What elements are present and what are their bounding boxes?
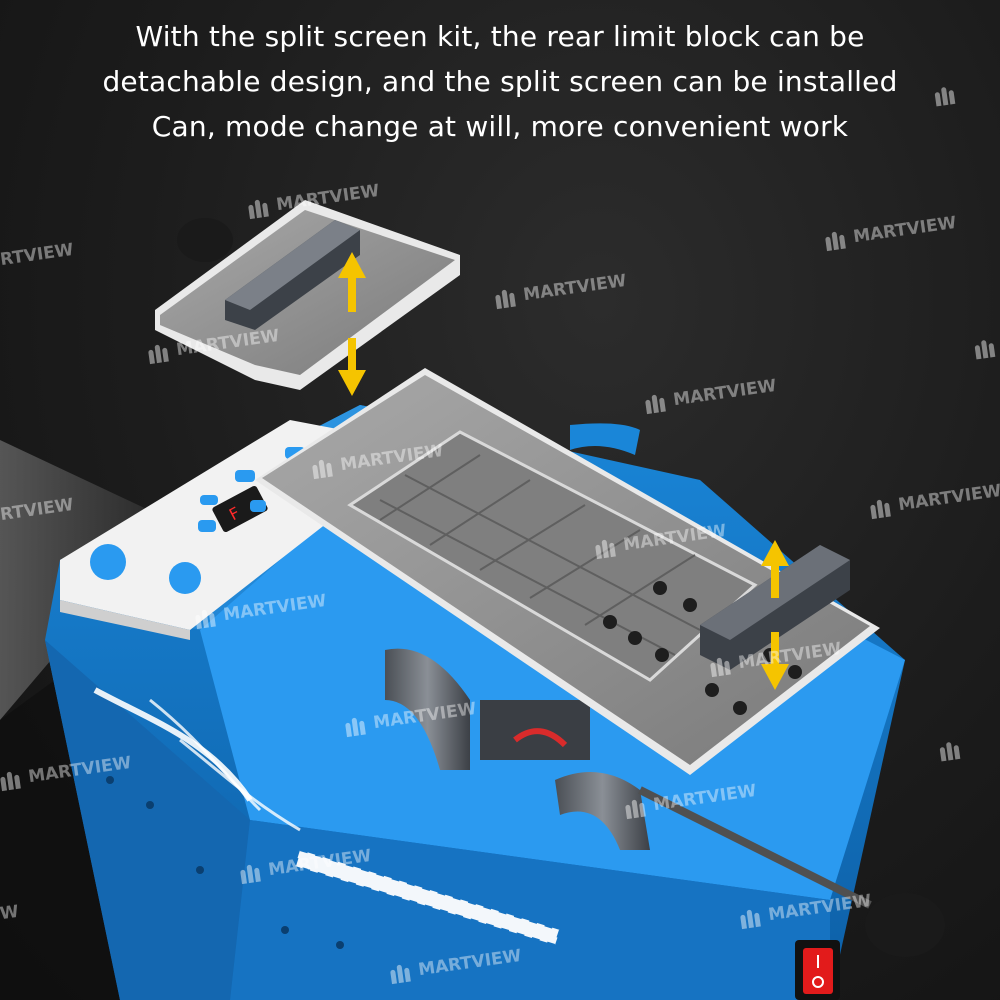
martview-logo-icon <box>0 768 24 792</box>
panel-button[interactable] <box>198 520 216 532</box>
watermark <box>939 739 964 762</box>
main-plate <box>255 368 880 775</box>
knob-icon[interactable] <box>177 218 233 262</box>
fan-button-icon[interactable] <box>90 544 126 580</box>
watermark <box>934 84 959 107</box>
caption-line: With the split screen kit, the rear limi… <box>135 20 865 53</box>
watermark: W <box>0 902 20 924</box>
caption-line: Can, mode change at will, more convenien… <box>151 110 849 143</box>
caption: With the split screen kit, the rear limi… <box>0 14 1000 149</box>
arrow-up-down-icon <box>761 540 789 690</box>
martview-logo-icon <box>239 861 264 885</box>
martview-logo-icon <box>389 961 414 985</box>
plate-supports <box>385 648 650 850</box>
caption-line: detachable design, and the split screen … <box>102 65 898 98</box>
martview-logo-icon <box>974 337 999 360</box>
panel-button[interactable] <box>250 500 266 512</box>
martview-logo-icon <box>624 796 649 820</box>
martview-logo-icon <box>494 286 519 310</box>
martview-logo-icon <box>594 536 619 560</box>
panel-button[interactable] <box>235 470 255 482</box>
heat-button-icon[interactable] <box>169 562 201 594</box>
martview-logo-icon <box>194 606 219 630</box>
watermark-text: W <box>0 901 21 925</box>
martview-logo-icon <box>311 456 336 480</box>
adjust-rod <box>638 786 872 909</box>
martview-logo-icon <box>739 906 764 930</box>
detached-limit-block <box>155 200 460 390</box>
release-lever[interactable] <box>570 423 640 455</box>
martview-logo-icon <box>644 391 669 415</box>
arrow-up-down-icon <box>338 252 366 396</box>
power-switch-icon[interactable] <box>795 940 840 1000</box>
martview-logo-icon <box>824 228 849 252</box>
martview-logo-icon <box>939 739 964 762</box>
martview-logo-icon <box>934 84 959 107</box>
temperature-display <box>212 485 268 533</box>
martview-logo-icon <box>147 341 172 365</box>
panel-button[interactable] <box>200 495 218 505</box>
martview-logo-icon <box>869 496 894 520</box>
martview-logo-icon <box>709 654 734 678</box>
martview-logo-icon <box>247 196 272 220</box>
knob-icon[interactable] <box>865 893 945 957</box>
martview-logo-icon <box>344 714 369 738</box>
watermark <box>974 337 999 360</box>
